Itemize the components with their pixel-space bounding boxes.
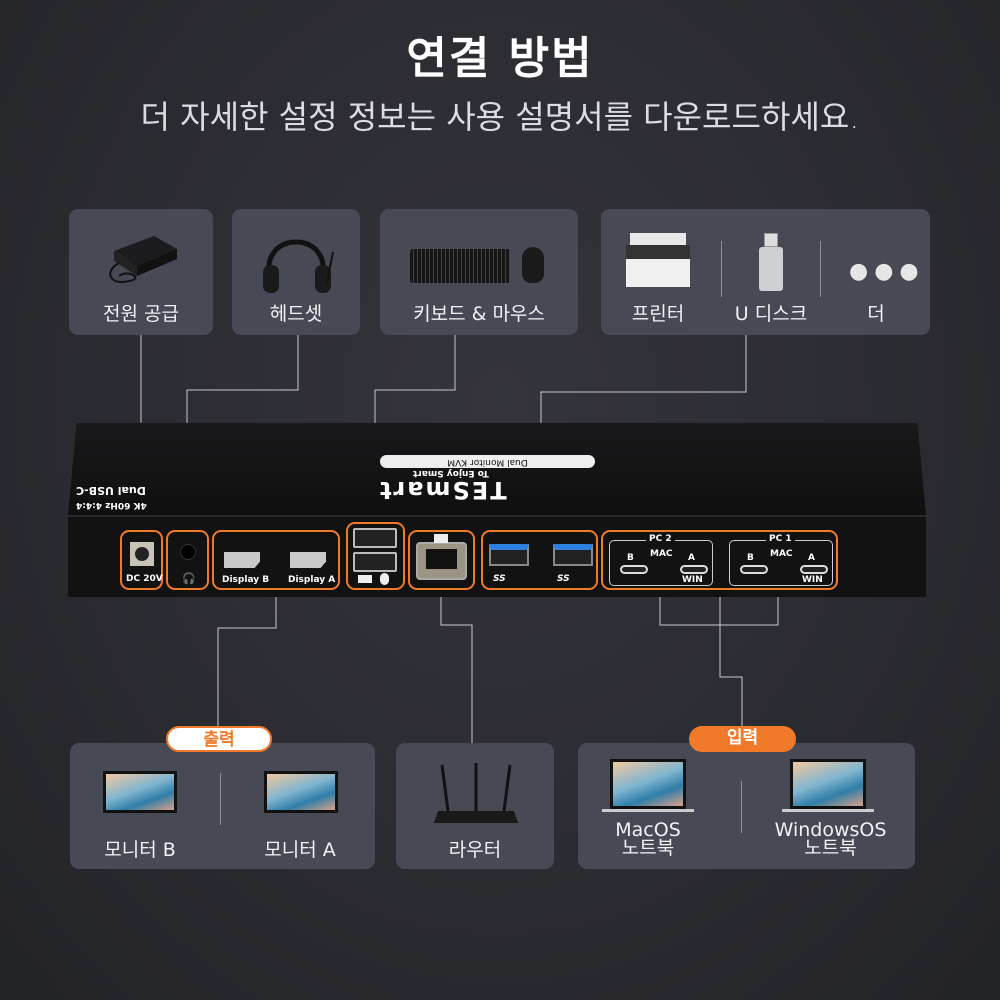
keyboard-mouse-usb-ports [346, 522, 405, 590]
type-label: Dual USB-C [76, 484, 146, 497]
dc-label: DC 20V [126, 574, 163, 584]
usb-c-host-ports: PC 2 B MAC A WIN PC 1 B MAC A WIN [601, 530, 838, 590]
router-label: 라우터 [448, 839, 502, 861]
usb3-port-icon [489, 544, 529, 566]
usb3-label: SS [557, 574, 570, 584]
displayport-a-icon [290, 552, 326, 568]
monitor-b-icon [103, 771, 177, 813]
more-label: 더 [867, 303, 885, 325]
mac-laptop-sublabel: 노트북 [621, 837, 675, 859]
usb-c-port-icon [620, 565, 648, 574]
headphone-port: 🎧 [166, 530, 209, 590]
mac-laptop-icon [610, 759, 686, 809]
mac-label: MAC [770, 549, 793, 559]
divider [741, 781, 742, 833]
keyboard-mouse-card: 키보드 & 마우스 [380, 209, 578, 335]
display-b-label: Display B [222, 575, 270, 585]
headphone-icon: 🎧 [182, 572, 196, 585]
usb-c-port-icon [740, 565, 768, 574]
input-badge: 입력 [689, 726, 796, 752]
divider [220, 773, 221, 825]
router-card: 라우터 [396, 743, 554, 869]
power-supply-label: 전원 공급 [103, 303, 179, 325]
usb-devices-card: 프린터 U 디스크 ●●● 더 [601, 209, 930, 335]
page-subtitle: 더 자세한 설정 정보는 사용 설명서를 다운로드하세요. [140, 98, 860, 136]
display-ports: Display B Display A [212, 530, 340, 590]
spec-label: 4K 60Hz 4:4:4 [76, 500, 147, 510]
dc-jack-icon [130, 542, 154, 566]
laptop-base [602, 809, 694, 812]
power-supply-card: 전원 공급 [69, 209, 213, 335]
printer-label: 프린터 [631, 303, 685, 325]
usb-disk-icon [759, 233, 783, 291]
keyboard-symbol-icon [358, 575, 372, 583]
headset-card: 헤드셋 [232, 209, 360, 335]
usb-port-icon [353, 528, 397, 548]
usb-c-port-icon [800, 565, 828, 574]
mouse-icon [522, 247, 544, 283]
usb-port-icon [353, 552, 397, 572]
monitors-card: 모니터 B 모니터 A [70, 743, 375, 869]
network-icon [434, 534, 448, 543]
headset-icon [263, 239, 334, 293]
pc1-label: PC 1 [766, 534, 795, 544]
windows-laptop-label: WindowsOS [774, 819, 887, 841]
keyboard-mouse-label: 키보드 & 마우스 [413, 303, 545, 325]
brand-logo: TESmart [378, 476, 507, 504]
audio-jack-icon [180, 544, 196, 560]
rj45-icon [416, 542, 467, 580]
pc2-label: PC 2 [646, 534, 675, 544]
laptop-base [782, 809, 874, 812]
mac-laptop-label: MacOS [615, 819, 681, 841]
model-label: Dual Monitor KVM [380, 455, 595, 468]
windows-laptop-sublabel: 노트북 [804, 837, 857, 859]
port-a-label: A [688, 553, 695, 563]
page-title: 연결 방법 [406, 33, 594, 84]
port-b-label: B [627, 553, 634, 563]
power-adapter-icon [109, 236, 177, 283]
windows-laptop-icon [790, 759, 866, 809]
router-icon [434, 763, 518, 823]
ethernet-port [408, 530, 475, 590]
win-label: WIN [682, 575, 703, 585]
monitor-a-icon [264, 771, 338, 813]
divider [721, 241, 722, 297]
usb-disk-label: U 디스크 [734, 303, 808, 325]
kvm-switch-top: Dual Monitor KVM To Enjoy Smart TESmart … [68, 422, 926, 515]
keyboard-icon [410, 249, 510, 283]
usb-c-port-icon [680, 565, 708, 574]
usb3-label: SS [493, 574, 506, 584]
pc1-group: PC 1 B MAC A WIN [729, 534, 833, 586]
monitor-a-label: 모니터 A [264, 839, 336, 861]
dc-power-port: DC 20V [120, 530, 163, 590]
usb3-ports: SS SS [481, 530, 598, 590]
more-icon: ●●● [849, 259, 925, 284]
port-a-label: A [808, 553, 815, 563]
win-label: WIN [802, 575, 823, 585]
monitor-b-label: 모니터 B [104, 839, 176, 861]
usb3-port-icon [553, 544, 593, 566]
output-badge: 출력 [166, 726, 272, 752]
printer-icon [626, 233, 690, 287]
divider [820, 241, 821, 297]
display-a-label: Display A [288, 575, 336, 585]
port-b-label: B [747, 553, 754, 563]
pc2-group: PC 2 B MAC A WIN [609, 534, 713, 586]
displayport-b-icon [224, 552, 260, 568]
computers-card: MacOS 노트북 WindowsOS 노트북 [578, 743, 915, 869]
mac-label: MAC [650, 549, 673, 559]
headset-label: 헤드셋 [269, 303, 323, 325]
mouse-symbol-icon [380, 573, 389, 585]
